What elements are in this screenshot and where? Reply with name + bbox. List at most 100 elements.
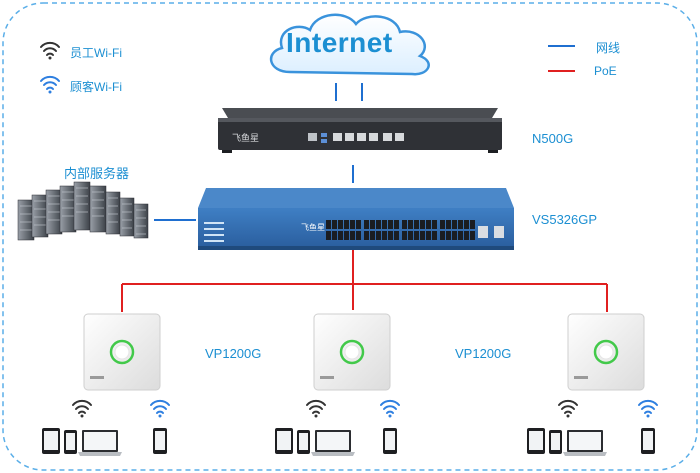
switch-port: [364, 231, 369, 240]
switch-model-label: VS5326GP: [532, 212, 598, 227]
staff-wifi-icon: [72, 399, 92, 418]
guest-wifi-icon: [638, 399, 658, 418]
ap-status-ring: [593, 339, 619, 365]
ap-2-label: VP1200G: [205, 346, 262, 361]
switch-port: [432, 220, 437, 229]
switch-port: [350, 231, 355, 240]
legend-network-label: 网线: [596, 41, 621, 55]
switch-port: [440, 220, 445, 229]
switch-port: [332, 231, 337, 240]
switch-port: [440, 231, 445, 240]
switch-uplink-port-1: [478, 226, 488, 238]
switch-port: [356, 220, 361, 229]
switch-port: [446, 220, 451, 229]
server-unit: [105, 191, 121, 235]
switch-led-panel: [204, 222, 224, 242]
switch-port: [452, 231, 457, 240]
switch-port: [394, 220, 399, 229]
ap-logo-mark: [90, 376, 104, 379]
client-group-1: [42, 399, 170, 456]
ap-status-ring: [109, 339, 135, 365]
internet-cloud: [270, 13, 430, 76]
legend-guest-wifi-label: 顾客Wi-Fi: [70, 80, 122, 94]
switch-brand-label: 飞鱼星: [301, 223, 325, 232]
server-unit: [59, 185, 77, 233]
server-unit: [89, 185, 107, 233]
switch-port: [470, 220, 475, 229]
server-unit: [119, 197, 135, 237]
switch-port: [344, 231, 349, 240]
servers-label: 内部服务器: [64, 166, 130, 181]
switch-port: [344, 220, 349, 229]
router-lan-port: [308, 133, 317, 141]
switch-port: [388, 220, 393, 229]
switch-port: [370, 220, 375, 229]
server-unit: [45, 189, 63, 235]
staff-wifi-icon: [40, 41, 60, 60]
switch-uplink-port-2: [494, 226, 504, 238]
switch-port: [338, 231, 343, 240]
staff-wifi-icon: [306, 399, 326, 418]
guest-wifi-icon: [380, 399, 400, 418]
switch-port: [376, 220, 381, 229]
switch-port: [364, 220, 369, 229]
switch-port: [414, 231, 419, 240]
switch-port: [432, 231, 437, 240]
switch-port: [350, 220, 355, 229]
switch-port: [382, 231, 387, 240]
switch-port: [420, 231, 425, 240]
ap-logo-mark: [574, 376, 588, 379]
switch-port: [464, 231, 469, 240]
access-point-2: [313, 313, 391, 391]
switch-port: [446, 231, 451, 240]
switch-port: [388, 231, 393, 240]
server-unit: [17, 199, 35, 241]
internet-label: Internet: [286, 27, 393, 58]
switch-port: [414, 220, 419, 229]
client-group-3: [527, 399, 658, 456]
switch-port: [356, 231, 361, 240]
switch-port: [370, 231, 375, 240]
server-unit: [73, 181, 91, 231]
switch-port: [420, 220, 425, 229]
access-point-3: [567, 313, 645, 391]
staff-wifi-icon: [558, 399, 578, 418]
access-points-group: [83, 313, 645, 391]
server-unit: [31, 194, 49, 238]
router-device: [218, 108, 502, 153]
client-devices-group: [42, 399, 658, 456]
switch-port: [402, 220, 407, 229]
router-wan-port: [333, 133, 342, 141]
server-unit: [133, 203, 149, 239]
switch-port: [332, 220, 337, 229]
client-group-2: [275, 399, 400, 456]
guest-wifi-icon: [150, 399, 170, 418]
legend-poe-label: PoE: [594, 64, 617, 78]
guest-wifi-icon: [40, 75, 60, 94]
router-brand-label: 飞鱼星: [232, 133, 260, 143]
router-model-label: N500G: [532, 131, 574, 146]
ap-logo-mark: [320, 376, 334, 379]
server-rack-group: [17, 181, 149, 241]
switch-port: [408, 220, 413, 229]
switch-port: [426, 220, 431, 229]
switch-port: [376, 231, 381, 240]
switch-port: [394, 231, 399, 240]
switch-port: [408, 231, 413, 240]
switch-port: [326, 220, 331, 229]
switch-port: [426, 231, 431, 240]
switch-port: [402, 231, 407, 240]
switch-port: [338, 220, 343, 229]
switch-port-block: [326, 220, 475, 240]
switch-port: [470, 231, 475, 240]
ap-3-label: VP1200G: [455, 346, 512, 361]
switch-port: [464, 220, 469, 229]
switch-device: [198, 188, 514, 250]
switch-port: [458, 220, 463, 229]
ap-status-ring: [339, 339, 365, 365]
switch-port: [326, 231, 331, 240]
switch-port: [458, 231, 463, 240]
switch-port: [452, 220, 457, 229]
